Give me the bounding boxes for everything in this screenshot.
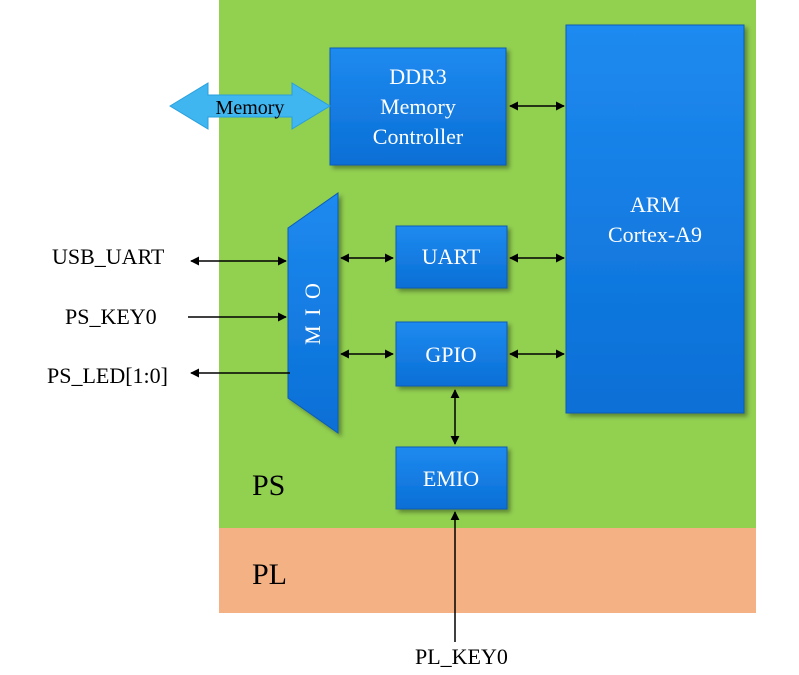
mio-label: M I O [300, 281, 325, 345]
pl-region [219, 528, 756, 613]
pl-label: PL [252, 558, 287, 591]
pl-key0-label: PL_KEY0 [415, 644, 508, 669]
arm-cortex-a9-block: ARM Cortex-A9 [565, 24, 745, 414]
ddr3-label-line2: Memory [380, 94, 456, 119]
gpio-block: GPIO [395, 321, 508, 387]
emio-label: EMIO [423, 466, 479, 491]
usb-uart-label: USB_UART [52, 244, 165, 269]
memory-arrow-label: Memory [216, 97, 285, 119]
ddr3-label-line3: Controller [373, 124, 464, 149]
arm-label-line2: Cortex-A9 [608, 222, 702, 247]
memory-arrow: Memory [169, 82, 331, 130]
uart-label: UART [422, 244, 481, 269]
ps-label: PS [252, 469, 285, 502]
ddr3-label-line1: DDR3 [389, 64, 446, 89]
arm-label-line1: ARM [630, 192, 680, 217]
ps-led-label: PS_LED[1:0] [47, 363, 168, 388]
gpio-label: GPIO [425, 342, 476, 367]
ps-key0-label: PS_KEY0 [65, 304, 157, 329]
ddr3-memory-controller-block: DDR3 Memory Controller [329, 47, 507, 166]
mio-block: M I O [287, 192, 339, 434]
emio-block: EMIO [395, 446, 508, 510]
uart-block: UART [395, 225, 508, 289]
